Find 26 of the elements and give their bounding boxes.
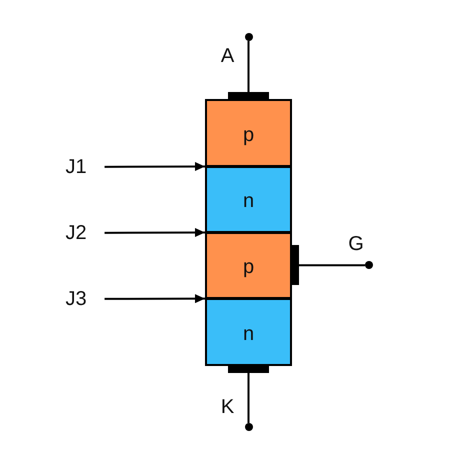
terminal-lead [248,373,250,423]
junction-label: J2 [65,223,87,243]
layer-label: p [242,125,254,146]
semiconductor-layer [205,231,292,300]
layer-label: p [242,257,254,278]
terminal-label: K [220,397,234,417]
semiconductor-layer [205,99,292,168]
layer-label: n [242,191,254,212]
terminal-label: G [348,234,364,254]
semiconductor-layer [205,165,292,234]
junction-line [205,165,292,168]
leader-arrow [104,228,205,237]
junction-line [205,231,292,234]
junction-line [205,297,292,300]
terminal-lead [248,41,250,92]
terminal-label: A [220,46,234,66]
junction-label: J1 [65,157,87,177]
terminal-dot [244,33,252,41]
junction-label: J3 [65,289,87,309]
terminal-lead [299,264,365,266]
leader-arrow [104,162,205,171]
semiconductor-layer [205,298,292,366]
terminal-dot [365,261,373,270]
leader-arrow [104,294,205,304]
terminal-dot [244,423,252,431]
layer-label: n [242,324,254,344]
